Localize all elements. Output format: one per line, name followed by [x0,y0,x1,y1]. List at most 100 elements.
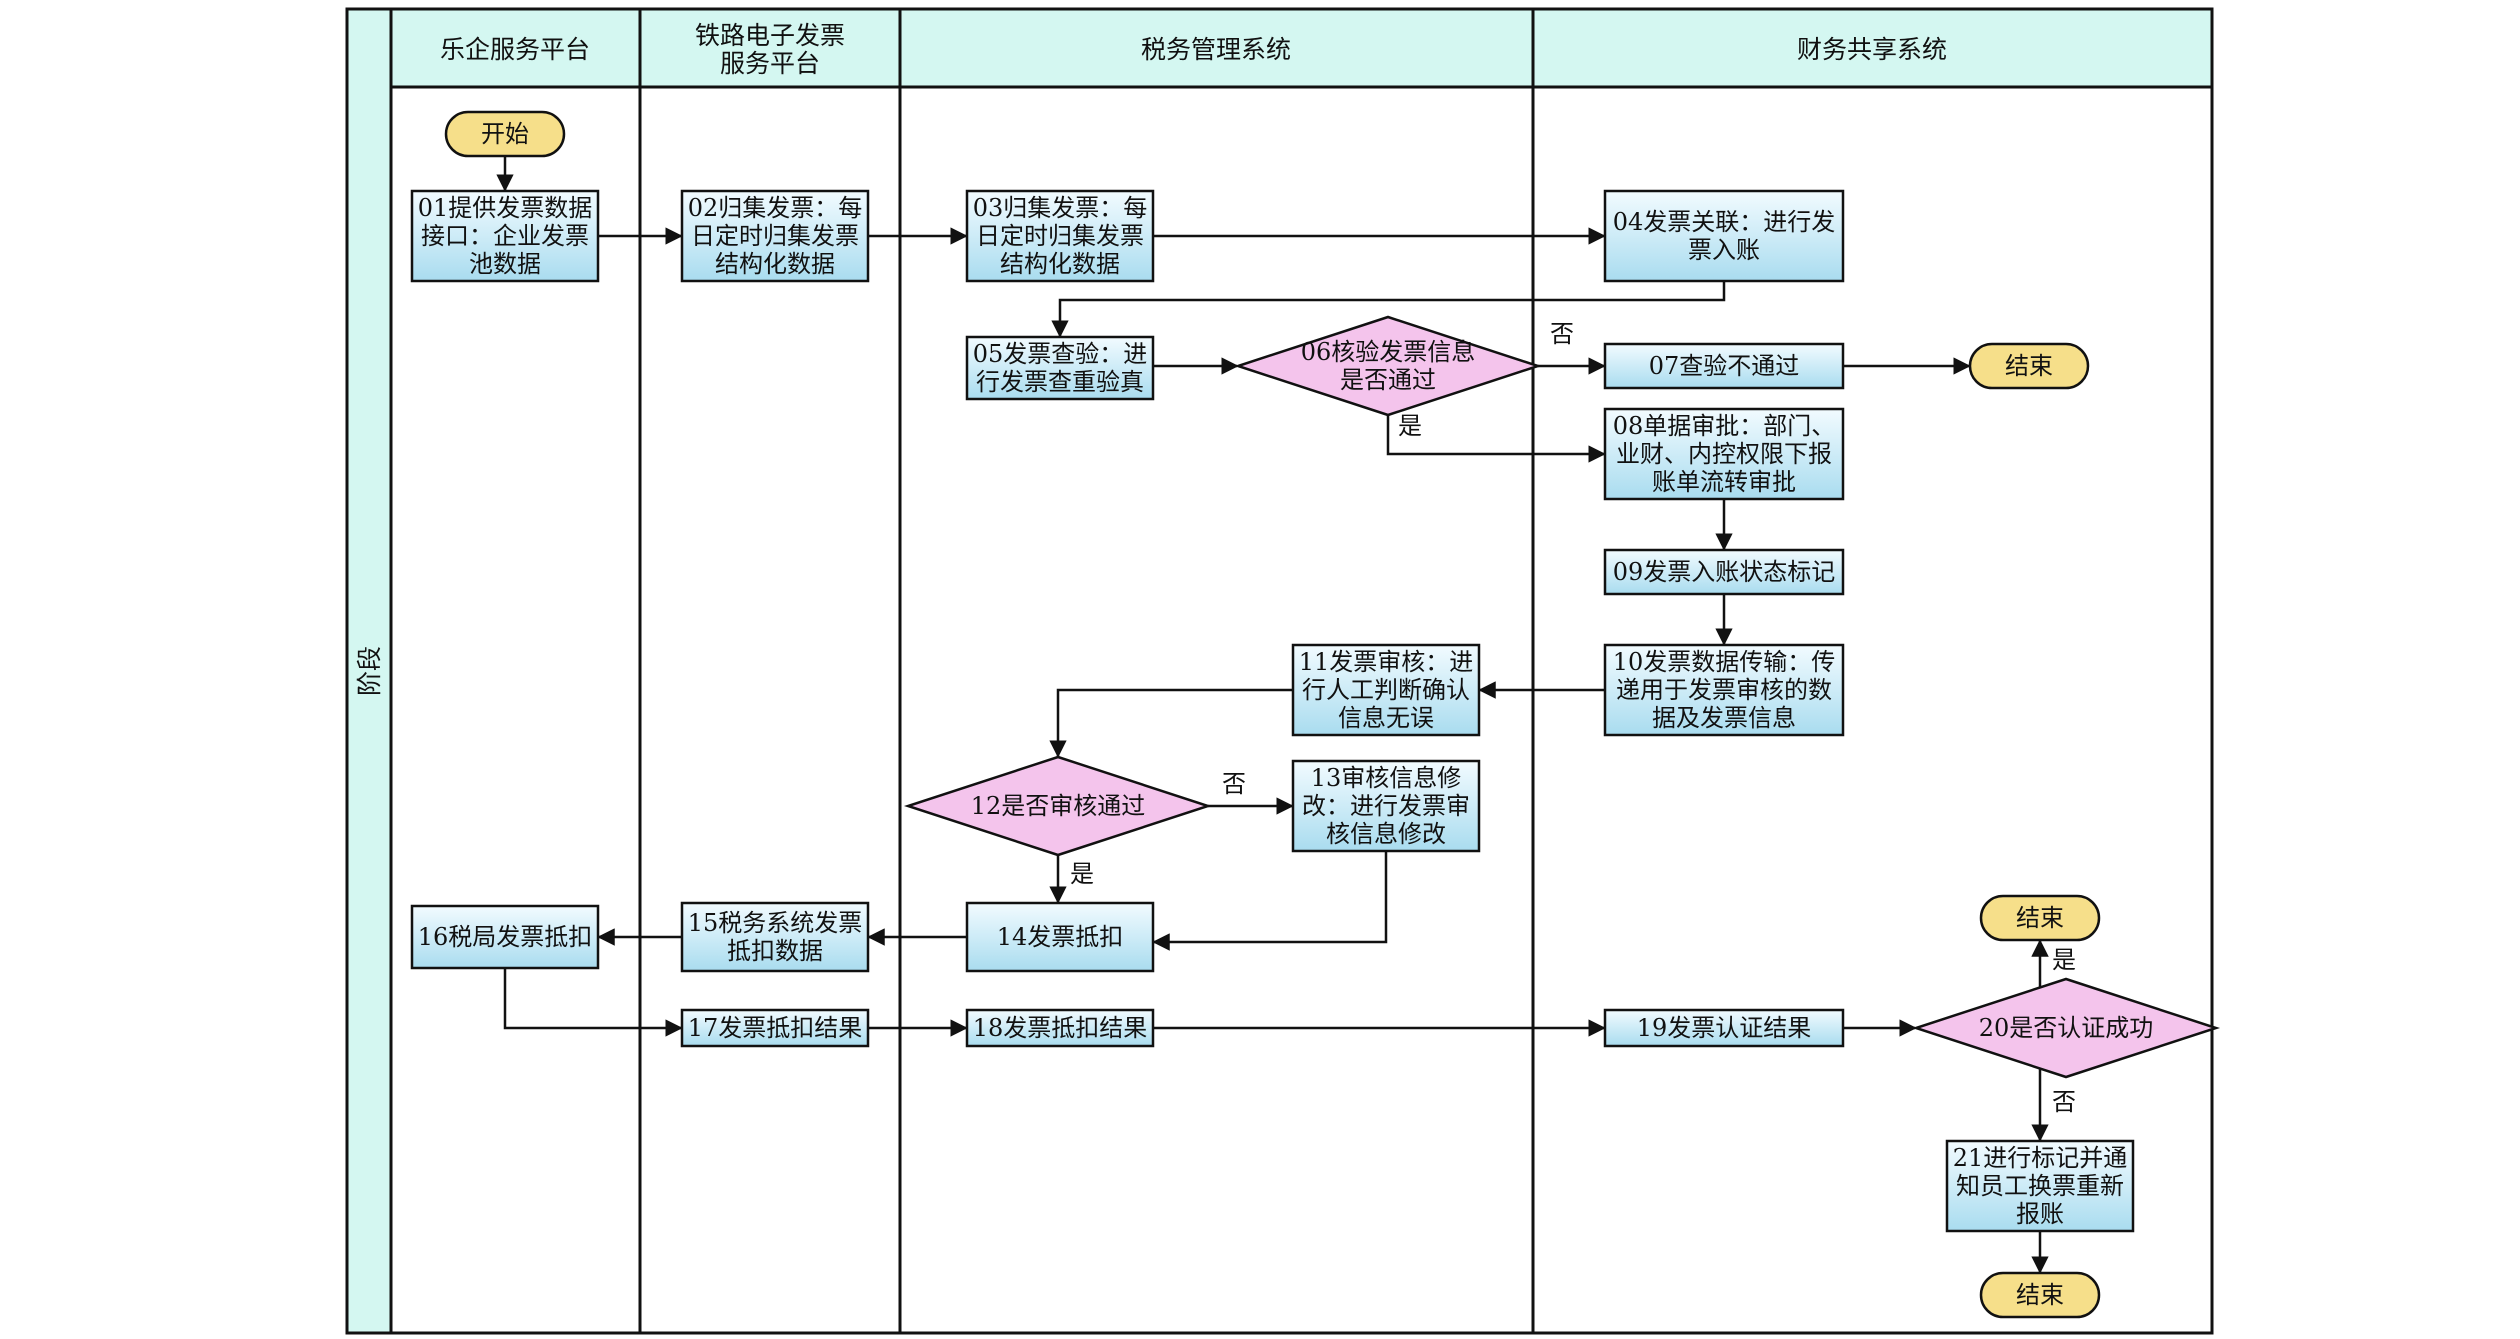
node-text-n17-line-1: 17发票抵扣结果 [688,1014,863,1042]
terminal-end2: 结束 [1979,894,2101,942]
lane-title-lane1-line-1: 乐企服务平台 [440,35,590,64]
node-text-end2-line-1: 结束 [2016,904,2064,932]
node-text-n13-line-2: 改：进行发票审 [1302,792,1470,820]
node-text-n08-line-3: 账单流转审批 [1652,468,1796,496]
node-text-end1-line-1: 结束 [2005,352,2053,380]
edge-label-n20-to-n21: 否 [2052,1088,2076,1116]
process-shape [965,335,1155,401]
node-text-n08-line-2: 业财、内控权限下报 [1616,440,1832,468]
node-text-n01-line-3: 池数据 [469,250,541,278]
node-text-end3-line-1: 结束 [2016,1281,2064,1309]
process-shape [1603,548,1845,596]
edge-n04-to-n05 [1051,281,1726,338]
node-text-n11-line-3: 信息无误 [1338,704,1434,732]
node-text-n19-line-1: 19发票认证结果 [1637,1014,1812,1042]
decision-shape [1233,315,1543,417]
process-n16: 16税局发票抵扣 [410,904,600,970]
process-shape [1291,643,1481,737]
node-text-n08-line-1: 08单据审批：部门、 [1613,412,1836,440]
process-shape [680,901,870,973]
lane-title-lane4-line-1: 财务共享系统 [1797,35,1947,64]
process-n09: 09发票入账状态标记 [1603,548,1845,596]
process-shape [410,189,600,283]
edge-label-n06-to-n08: 是 [1398,412,1422,440]
node-text-n15-line-1: 15税务系统发票 [688,909,863,937]
lane-title-lane2-line-2: 服务平台 [720,49,820,78]
process-shape [1291,759,1481,853]
node-text-n03-line-2: 日定时归集发票 [976,222,1144,250]
process-n14: 14发票抵扣 [965,901,1155,973]
process-shape [1603,342,1845,390]
node-text-n13-line-3: 核信息修改 [1326,820,1446,848]
process-shape [410,904,600,970]
edge-n11-to-n12 [1049,688,1293,758]
process-shape [1945,1139,2135,1233]
node-text-n10-line-3: 据及发票信息 [1652,704,1796,732]
process-shape [1603,407,1845,501]
node-text-n02-line-1: 02归集发票：每 [688,194,863,222]
process-shape [965,901,1155,973]
process-shape [1603,643,1845,737]
process-n19: 19发票认证结果 [1603,1008,1845,1048]
lane-title-lane2-line-1: 铁路电子发票 [695,21,845,50]
node-text-n20-line-1: 20是否认证成功 [1979,1014,2154,1042]
node-text-n05-line-1: 05发票查验：进 [973,340,1148,368]
edge-n13-to-n14 [1152,851,1388,951]
terminal-shape [1979,1271,2101,1319]
node-text-n10-line-2: 递用于发票审核的数 [1616,676,1832,704]
node-text-n15-line-2: 抵扣数据 [727,937,823,965]
node-text-n21-line-1: 21进行标记并通 [1953,1144,2128,1172]
swimlane-frame [345,7,2214,1335]
edge-label-n12-to-n13: 否 [1222,770,1246,798]
header-row [389,7,2214,89]
node-text-n07-line-1: 07查验不通过 [1649,352,1800,380]
terminal-end3: 结束 [1979,1271,2101,1319]
node-text-n14-line-1: 14发票抵扣 [997,923,1124,951]
node-text-n04-line-1: 04发票关联：进行发 [1613,208,1836,236]
node-text-n01-line-2: 接口：企业发票 [421,222,589,250]
edge-n16-to-n17 [503,968,683,1037]
edge-label-n06-to-n07: 否 [1550,320,1574,348]
node-text-n01-line-1: 01提供发票数据 [418,194,593,222]
edge-label-n20-to-end2: 是 [2052,946,2076,974]
process-shape [965,1008,1155,1048]
decision-n12: 12是否审核通过 [903,755,1213,857]
terminal-shape [1979,894,2101,942]
node-text-n21-line-3: 报账 [2016,1200,2064,1228]
edge-label-n12-to-n14: 是 [1070,860,1094,888]
node-text-n18-line-1: 18发票抵扣结果 [973,1014,1148,1042]
node-text-n16-line-1: 16税局发票抵扣 [418,923,593,951]
process-n18: 18发票抵扣结果 [965,1008,1155,1048]
stage-label: 阶段 [355,646,384,696]
node-text-n03-line-1: 03归集发票：每 [973,194,1148,222]
node-text-n06-line-1: 06核验发票信息 [1301,338,1476,366]
node-text-n09-line-1: 09发票入账状态标记 [1613,558,1836,586]
node-text-n02-line-2: 日定时归集发票 [691,222,859,250]
terminal-end1: 结束 [1968,342,2090,390]
nodes: 开始01提供发票数据接口：企业发票池数据02归集发票：每日定时归集发票结构化数据… [410,110,2221,1319]
terminal-start: 开始 [444,110,566,158]
node-text-n11-line-2: 行人工判断确认 [1302,676,1470,704]
process-shape [680,1008,870,1048]
decision-shape [1911,977,2221,1079]
process-shape [1603,1008,1845,1048]
node-text-n06-line-2: 是否通过 [1340,366,1436,394]
lane-title-lane3-line-1: 税务管理系统 [1141,35,1291,64]
node-text-n02-line-3: 结构化数据 [715,250,835,278]
stage-column [345,7,393,1335]
